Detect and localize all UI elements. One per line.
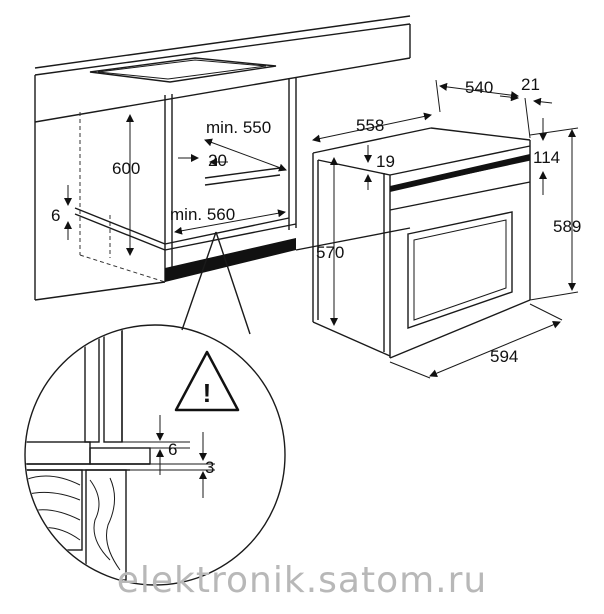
watermark: elektronik.satom.ru — [116, 560, 488, 601]
cabinet-drawing — [34, 15, 411, 301]
hob — [89, 57, 277, 83]
dim-min-560: min. 560 — [170, 205, 235, 224]
dim-20: 20 — [208, 151, 227, 170]
detail-dim-6: 6 — [168, 440, 177, 459]
detail-dim-3: 3 — [205, 458, 214, 477]
dim-570: 570 — [316, 243, 344, 262]
dim-594: 594 — [490, 347, 518, 366]
warning-symbol: ! — [203, 378, 212, 408]
dim-558: 558 — [356, 116, 384, 135]
oven-drawing — [312, 127, 531, 359]
dim-600: 600 — [112, 159, 140, 178]
dim-6-left: 6 — [51, 206, 60, 225]
dim-min-550: min. 550 — [206, 118, 271, 137]
dim-114: 114 — [533, 148, 560, 167]
dim-21: 21 — [521, 75, 540, 94]
dim-589: 589 — [553, 217, 581, 236]
dim-19: 19 — [376, 152, 395, 171]
dim-540: 540 — [465, 78, 493, 97]
detail-callout: 6 3 — [24, 231, 286, 586]
warning-triangle-icon: ! — [174, 350, 240, 412]
